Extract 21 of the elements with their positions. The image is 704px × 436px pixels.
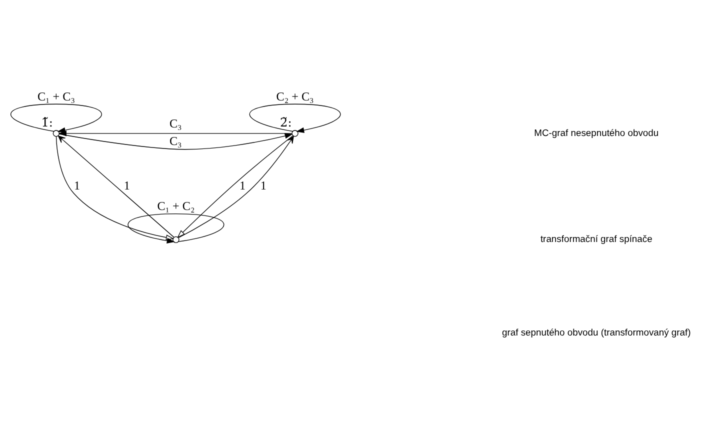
arrow bbox=[58, 130, 292, 136]
label: transformační graf spínače bbox=[540, 233, 652, 244]
edge-label: C₃ bbox=[169, 134, 182, 148]
node-label: 1̃: bbox=[41, 116, 54, 130]
label: graf sepnutého obvodu (transformovaný graf) bbox=[502, 326, 691, 338]
edge-label: 1 bbox=[260, 178, 266, 193]
node-circle bbox=[52, 130, 60, 137]
edge-label: 1 bbox=[124, 178, 130, 193]
arrow bbox=[59, 133, 293, 150]
edge-label: 1 bbox=[74, 178, 80, 193]
arrow bbox=[128, 213, 224, 244]
edge-label: C₁ + C₂ bbox=[157, 199, 195, 214]
edge-label: C₃ bbox=[169, 116, 182, 131]
node-label: 2̃: bbox=[280, 116, 292, 130]
arrow bbox=[249, 104, 341, 133]
edge-label: C₂ + C₃ bbox=[276, 89, 314, 104]
edge-label: C₁ + C₃ bbox=[37, 89, 75, 104]
label: MC-graf nesepnutého obvodu bbox=[534, 126, 659, 138]
node-circle bbox=[172, 236, 180, 244]
edge-label: 1 bbox=[240, 178, 246, 193]
node-circle bbox=[292, 130, 298, 137]
